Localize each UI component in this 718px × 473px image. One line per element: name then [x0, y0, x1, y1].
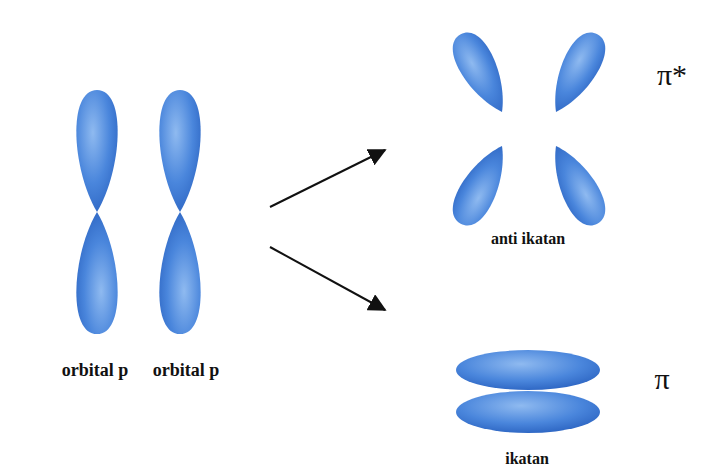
arrow: [270, 150, 385, 207]
bonding-orbital: [456, 350, 600, 433]
arrow: [270, 247, 385, 310]
antibonding-orbital: [445, 26, 613, 232]
p-orbital: [76, 90, 117, 334]
orbital-label: ikatan: [505, 450, 549, 468]
orbital-symbol: π: [654, 362, 669, 396]
orbital-label: anti ikatan: [491, 230, 565, 248]
orbital-label: orbital p: [153, 360, 220, 381]
orbital-symbol: π*: [657, 58, 687, 92]
p-orbital: [159, 90, 200, 334]
orbital-label: orbital p: [62, 360, 129, 381]
